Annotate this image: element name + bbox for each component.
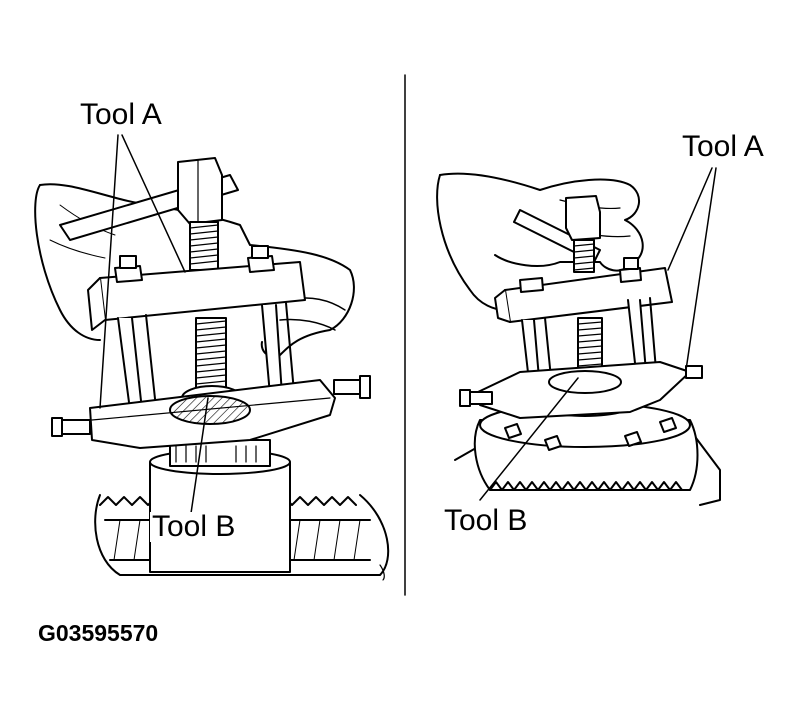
right-tool-a-label: Tool A: [680, 130, 766, 163]
left-tool-a-label: Tool A: [78, 98, 164, 131]
right-tool-b-label: Tool B: [442, 504, 530, 537]
left-tool-b-label: Tool B: [150, 510, 238, 543]
figure-code: G03595570: [38, 620, 159, 646]
right-panel-drawing: [436, 167, 721, 506]
